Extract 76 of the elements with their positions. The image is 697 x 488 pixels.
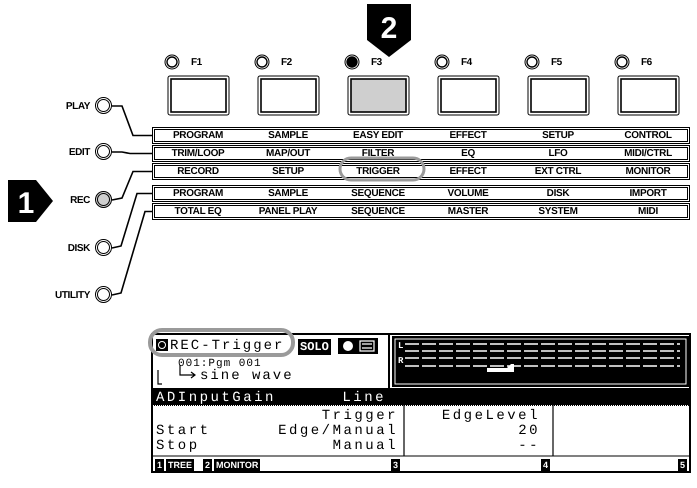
menu-item: EFFECT	[449, 166, 487, 177]
key-label: F3	[371, 57, 382, 68]
menu-item: EFFECT	[449, 130, 487, 141]
channel-label: L	[398, 341, 404, 351]
connector-line	[112, 210, 152, 296]
menu-item: SETUP	[272, 166, 304, 177]
parameter-value: --	[518, 438, 540, 454]
connector-line	[112, 105, 152, 136]
tab-number: 4	[541, 459, 550, 471]
menu-item: EXT CTRL	[534, 166, 582, 177]
menu-item: DISK	[546, 188, 570, 199]
menu-row	[152, 203, 690, 220]
menu-item: MIDI	[638, 206, 658, 217]
parameter-value: Manual	[332, 438, 398, 454]
screen-title: REC-Trigger	[170, 338, 284, 354]
menu-item: MONITOR	[626, 166, 670, 177]
menu-item: CONTROL	[624, 130, 672, 141]
channel-label: R	[398, 356, 404, 366]
menu-item: SAMPLE	[268, 188, 308, 199]
column-heading: EdgeLevel	[442, 408, 540, 424]
parameter-value: Line	[342, 390, 386, 406]
menu-item: PROGRAM	[172, 130, 224, 141]
menu-item: TRIM/LOOP	[172, 148, 224, 159]
menu-item: MIDI/CTRL	[624, 148, 672, 159]
menu-item: SYSTEM	[538, 206, 578, 217]
tab-label: TREE	[166, 459, 194, 471]
menu-item: SETUP	[542, 130, 574, 141]
tab-label: MONITOR	[214, 459, 260, 471]
tab-number: 1	[155, 459, 164, 471]
callout-number: 1	[18, 187, 34, 221]
connector-line	[112, 192, 152, 249]
menu-item: MAP/OUT	[266, 148, 310, 159]
connector-line	[112, 151, 152, 154]
button-label: PLAY	[66, 101, 90, 112]
menu-row	[152, 185, 690, 202]
button-label: UTILITY	[55, 290, 90, 301]
menu-item: SEQUENCE	[351, 206, 405, 217]
button-label: EDIT	[68, 147, 90, 158]
parameter-name: Stop	[156, 438, 200, 454]
menu-item: RECORD	[177, 166, 219, 177]
menu-item: EQ	[461, 148, 475, 159]
status-indicator: SOLO	[298, 339, 331, 355]
tab-number: 2	[203, 459, 212, 471]
callout-number: 2	[380, 12, 398, 46]
tab-number: 5	[678, 459, 688, 471]
menu-item: TRIGGER	[356, 166, 400, 177]
menu-item: SAMPLE	[268, 130, 308, 141]
parameter-name: Start	[156, 423, 211, 439]
menu-item: MASTER	[448, 206, 488, 217]
menu-item: EASY EDIT	[353, 130, 403, 141]
tab-number: 3	[391, 459, 400, 471]
key-label: F1	[191, 57, 202, 68]
menu-row	[152, 127, 690, 144]
menu-row	[152, 145, 690, 162]
menu-item: IMPORT	[629, 188, 667, 199]
program-name: 001:Pgm 001	[178, 358, 262, 370]
key-label: F2	[281, 57, 292, 68]
menu-row	[152, 163, 690, 180]
parameter-name: ADInputGain	[156, 390, 276, 406]
connector-line	[112, 170, 152, 201]
menu-item: PROGRAM	[172, 188, 224, 199]
parameter-value: Edge/Manual	[278, 423, 398, 439]
menu-item: LFO	[548, 148, 568, 159]
key-label: F5	[551, 57, 562, 68]
menu-item: VOLUME	[448, 188, 488, 199]
parameter-value: 20	[518, 423, 540, 439]
menu-item: FILTER	[362, 148, 394, 159]
key-label: F4	[461, 57, 472, 68]
button-label: DISK	[68, 243, 90, 254]
menu-item: TOTAL EQ	[174, 206, 222, 217]
key-label: F6	[641, 57, 652, 68]
button-label: REC	[70, 195, 90, 206]
menu-item: SEQUENCE	[351, 188, 405, 199]
column-heading: Trigger	[322, 408, 398, 424]
menu-item: PANEL PLAY	[258, 206, 318, 217]
sample-name: sine wave	[200, 368, 294, 384]
